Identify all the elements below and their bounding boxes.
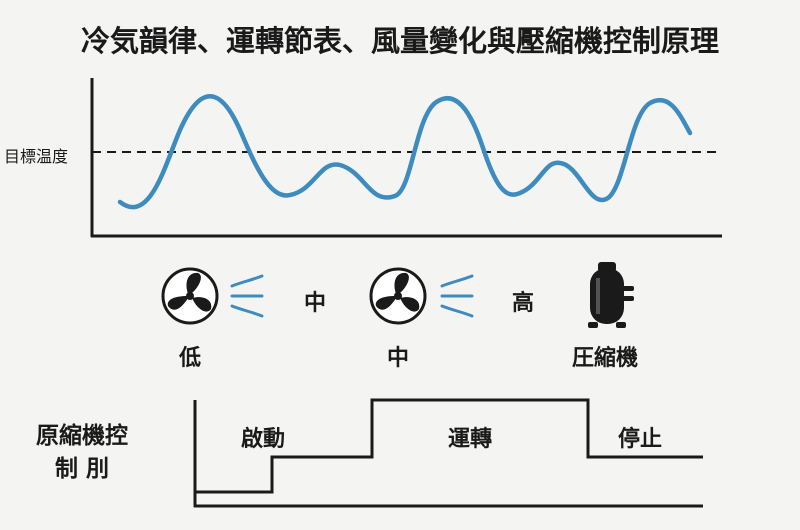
temperature-axes — [90, 78, 722, 238]
fan-icon — [369, 267, 427, 325]
control-axis-label-line1: 原縮機控 — [36, 423, 128, 449]
phase-stop-label: 停止 — [618, 427, 663, 452]
compressor-icon — [588, 262, 634, 328]
control-step-line — [195, 398, 703, 494]
control-axis-label-line2: 制 刖 — [54, 456, 109, 482]
fan-mid-label: 中 — [387, 346, 410, 371]
airflow-icon — [230, 274, 264, 318]
target-temperature-label: 目標温度 — [4, 147, 69, 166]
compressor-label: 圧縮機 — [572, 346, 639, 371]
fan-level-high: 高 — [512, 291, 535, 316]
control-axes — [193, 400, 703, 508]
fan-level-mid: 中 — [304, 291, 327, 316]
control-axis-label: 原縮機控 制 刖 — [36, 420, 128, 486]
phase-start-label: 啟動 — [241, 427, 286, 452]
phase-run-label: 運轉 — [448, 427, 493, 452]
temperature-wave — [117, 94, 693, 210]
diagram-title: 冷気韻律、運轉節表、風量變化與壓縮機控制原理 — [80, 24, 719, 58]
fan-icon — [161, 267, 219, 325]
fan-low-label: 低 — [179, 346, 202, 371]
airflow-icon — [440, 274, 474, 318]
